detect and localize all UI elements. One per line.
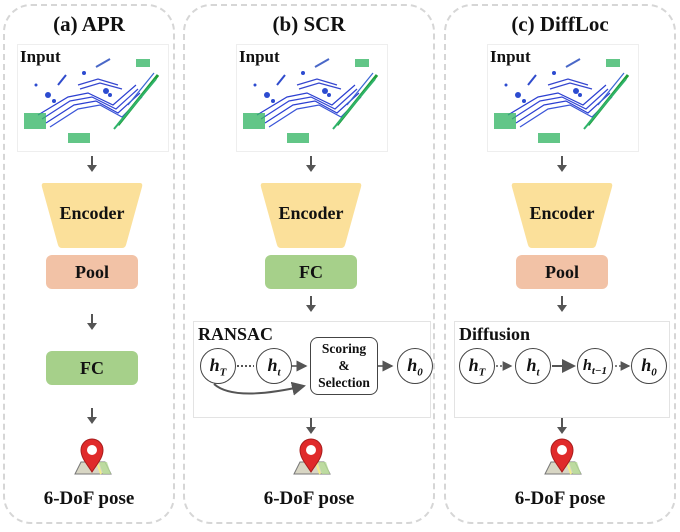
- arrow-down-icon: [306, 296, 316, 312]
- output-label: 6-DoF pose: [263, 488, 355, 509]
- encoder-block: Encoder: [259, 181, 363, 249]
- curved-arrow-connector: [213, 381, 306, 396]
- arrow-down-icon: [557, 418, 567, 434]
- module-title: Diffusion: [459, 324, 531, 344]
- arrow-down-icon: [87, 408, 97, 424]
- ransac-connectors: [213, 360, 394, 396]
- module-title: RANSAC: [198, 324, 274, 344]
- node-h-0: h0: [397, 348, 433, 384]
- arrow-down-icon: [557, 156, 567, 172]
- map-pin-icon: [537, 436, 587, 482]
- output-label: 6-DoF pose: [43, 488, 135, 509]
- selection-label: Selection: [318, 375, 370, 390]
- encoder-label: Encoder: [59, 203, 125, 223]
- map-pin-icon: [67, 436, 117, 482]
- arrow-down-icon: [87, 156, 97, 172]
- input-label: Input: [239, 47, 280, 66]
- arrow-down-icon: [306, 418, 316, 434]
- scoring-selection-box: Scoring & Selection: [310, 337, 378, 395]
- panel-scr: (b) SCR Input Encoder FC RANSAC hT ht Sc…: [183, 4, 435, 524]
- ampersand-label: &: [338, 358, 350, 373]
- input-point-cloud: Input: [17, 44, 169, 152]
- arrow-down-icon: [557, 296, 567, 312]
- panel-title: (b) SCR: [272, 12, 346, 36]
- node-h-t: ht: [256, 348, 292, 384]
- encoder-label: Encoder: [529, 203, 595, 223]
- fc-block: FC: [265, 255, 357, 289]
- ransac-module: RANSAC hT ht Scoring & Selection h0: [193, 321, 433, 418]
- node-h-0: h0: [631, 348, 667, 384]
- input-label: Input: [490, 47, 531, 66]
- scoring-label: Scoring: [321, 341, 367, 356]
- pool-block: Pool: [46, 255, 138, 289]
- node-h-t-minus-1: ht−1: [577, 348, 613, 384]
- input-point-cloud: Input: [487, 44, 639, 152]
- fc-block: FC: [46, 351, 138, 385]
- encoder-label: Encoder: [278, 203, 344, 223]
- arrow-down-icon: [87, 314, 97, 330]
- panel-title: (c) DiffLoc: [511, 12, 609, 36]
- panel-apr: (a) APR Input Encoder Pool FC 6-DoF pose: [3, 4, 175, 524]
- encoder-block: Encoder: [40, 181, 144, 249]
- output-label: 6-DoF pose: [514, 488, 606, 509]
- input-point-cloud: Input: [236, 44, 388, 152]
- panel-title: (a) APR: [53, 12, 125, 36]
- diffusion-module: Diffusion hT ht ht−1 h0: [454, 321, 670, 418]
- diffusion-connectors: [496, 359, 631, 373]
- encoder-block: Encoder: [510, 181, 614, 249]
- node-h-T: hT: [200, 348, 236, 384]
- node-h-T: hT: [459, 348, 495, 384]
- node-h-t: ht: [515, 348, 551, 384]
- arrow-down-icon: [306, 156, 316, 172]
- pool-block: Pool: [516, 255, 608, 289]
- panel-diffloc: (c) DiffLoc Input Encoder Pool Diffusion…: [444, 4, 676, 524]
- map-pin-icon: [286, 436, 336, 482]
- input-label: Input: [20, 47, 61, 66]
